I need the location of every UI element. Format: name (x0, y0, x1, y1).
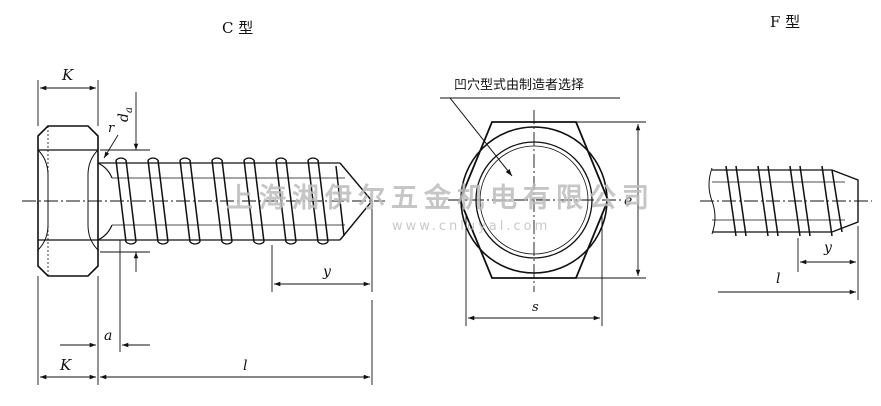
type-c-title: C 型 (222, 19, 253, 37)
dim-k-bottom: K (59, 356, 72, 374)
dim-a: a (104, 328, 112, 344)
dim-l-f: l (776, 271, 780, 287)
type-f-title: F 型 (770, 13, 800, 31)
f-type-dimensions (718, 226, 859, 300)
dim-y-c: y (322, 264, 332, 280)
f-type-screw-side-view (700, 165, 872, 237)
hex-head-end-view (440, 97, 646, 326)
dim-da: d a (116, 107, 135, 122)
recess-note: 凹穴型式由制造者选择 (454, 78, 584, 93)
dim-r: r (108, 121, 115, 136)
dim-l-c: l (243, 358, 247, 374)
dim-e: e (624, 193, 632, 209)
hex-head-outline (37, 125, 99, 277)
c-type-screw-side-view (22, 125, 385, 277)
watermark-url: www.cnluyal.com (392, 219, 550, 234)
dim-y-f: y (823, 240, 833, 256)
svg-text:d: d (116, 113, 132, 122)
dim-s: s (532, 300, 539, 315)
svg-text:a: a (124, 107, 135, 113)
c-type-dimensions (37, 80, 373, 385)
watermark-company: 上海湘伊尔五金机电有限公司 (226, 182, 655, 214)
dim-k-top: K (61, 66, 74, 84)
thread-crests (115, 159, 345, 243)
